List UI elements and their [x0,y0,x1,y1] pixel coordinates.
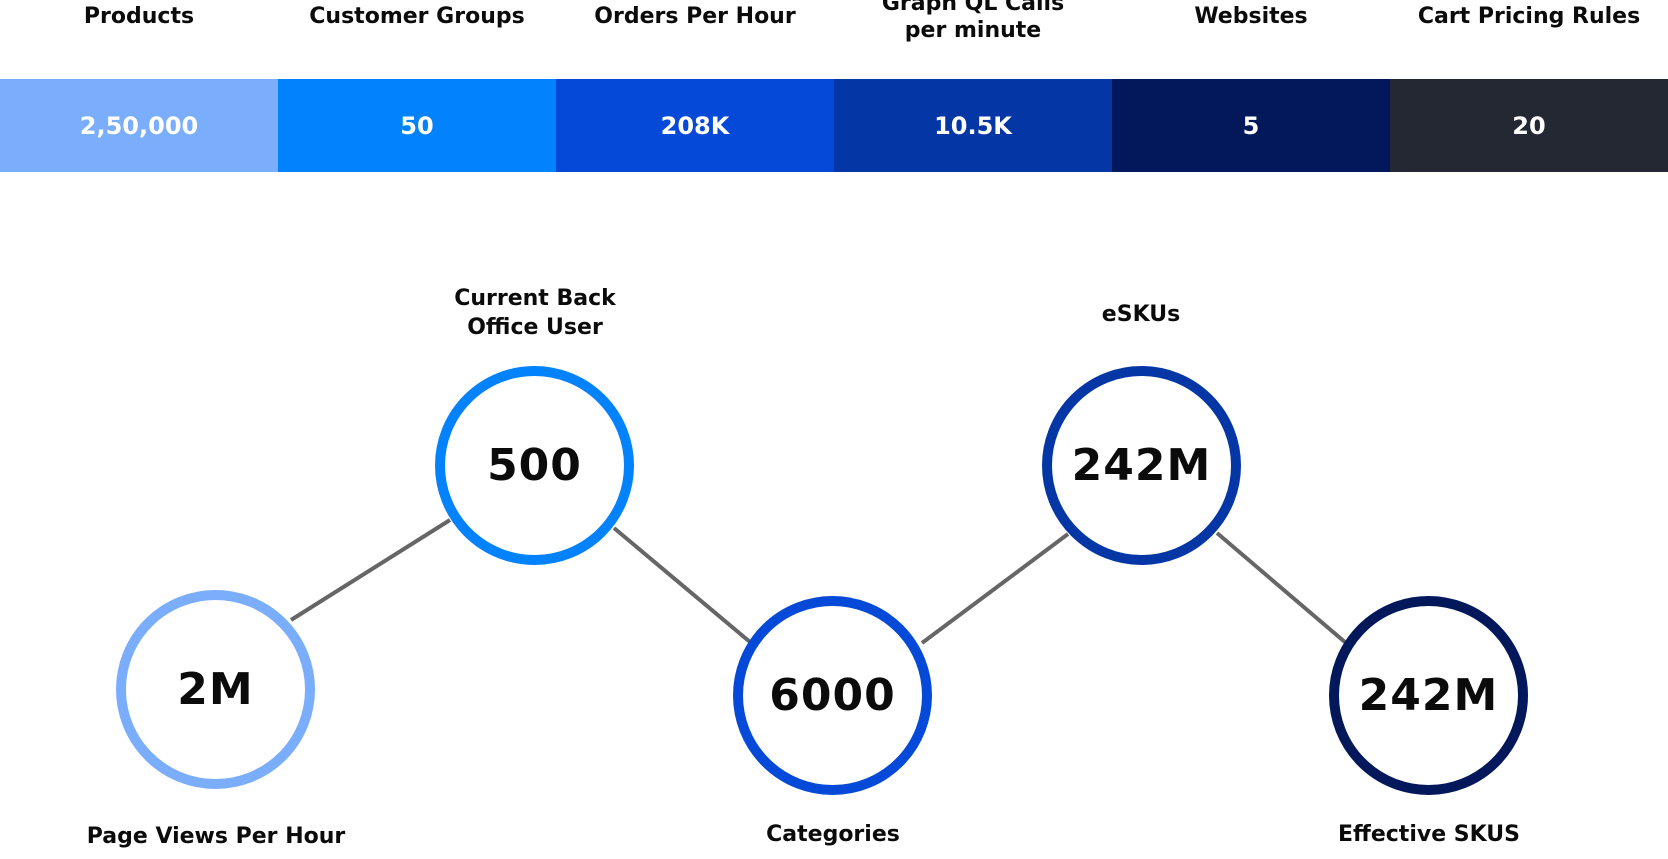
metric-value: 10.5K [834,79,1112,172]
metrics-strip: Products 2,50,000 Customer Groups 50 Ord… [0,0,1668,172]
metric-cart-pricing-rules: Cart Pricing Rules 20 [1390,0,1668,172]
metric-value: 20 [1390,79,1668,172]
metric-orders-per-hour: Orders Per Hour 208K [556,0,834,172]
connector-line [920,532,1070,645]
node-eskus: 242M [1042,366,1241,565]
node-label: Effective SKUS [1337,822,1520,847]
metric-label: Cart Pricing Rules [1417,4,1641,29]
node-page-views: 2M [116,590,315,789]
node-back-office-users: 500 [435,366,634,565]
connector-line [289,518,452,622]
node-value: 242M [1071,440,1212,491]
node-effective-skus: 242M [1329,596,1528,795]
metric-websites: Websites 5 [1112,0,1390,172]
metric-value: 2,50,000 [0,79,278,172]
metric-value: 50 [278,79,556,172]
node-label: eSKUs [1101,302,1181,327]
metric-label: Orders Per Hour [594,4,796,29]
metric-label: Graph QL Calls per minute [881,0,1065,43]
node-value: 2M [177,664,254,715]
node-value: 242M [1358,670,1499,721]
metric-graphql-calls: Graph QL Calls per minute 10.5K [834,0,1112,172]
metric-products: Products 2,50,000 [0,0,278,172]
node-label: Categories [766,822,900,847]
node-label: Page Views Per Hour [86,824,346,849]
metric-label: Products [83,4,195,29]
node-categories: 6000 [733,596,932,795]
node-value: 500 [487,440,582,491]
node-value: 6000 [769,670,896,721]
metric-label: Customer Groups [309,4,525,29]
node-label: Current Back Office User [454,286,616,340]
metric-value: 5 [1112,79,1390,172]
metric-value: 208K [556,79,834,172]
metric-label: Websites [1194,4,1308,29]
metric-customer-groups: Customer Groups 50 [278,0,556,172]
connector-line [612,526,752,644]
connector-line [1215,531,1348,645]
